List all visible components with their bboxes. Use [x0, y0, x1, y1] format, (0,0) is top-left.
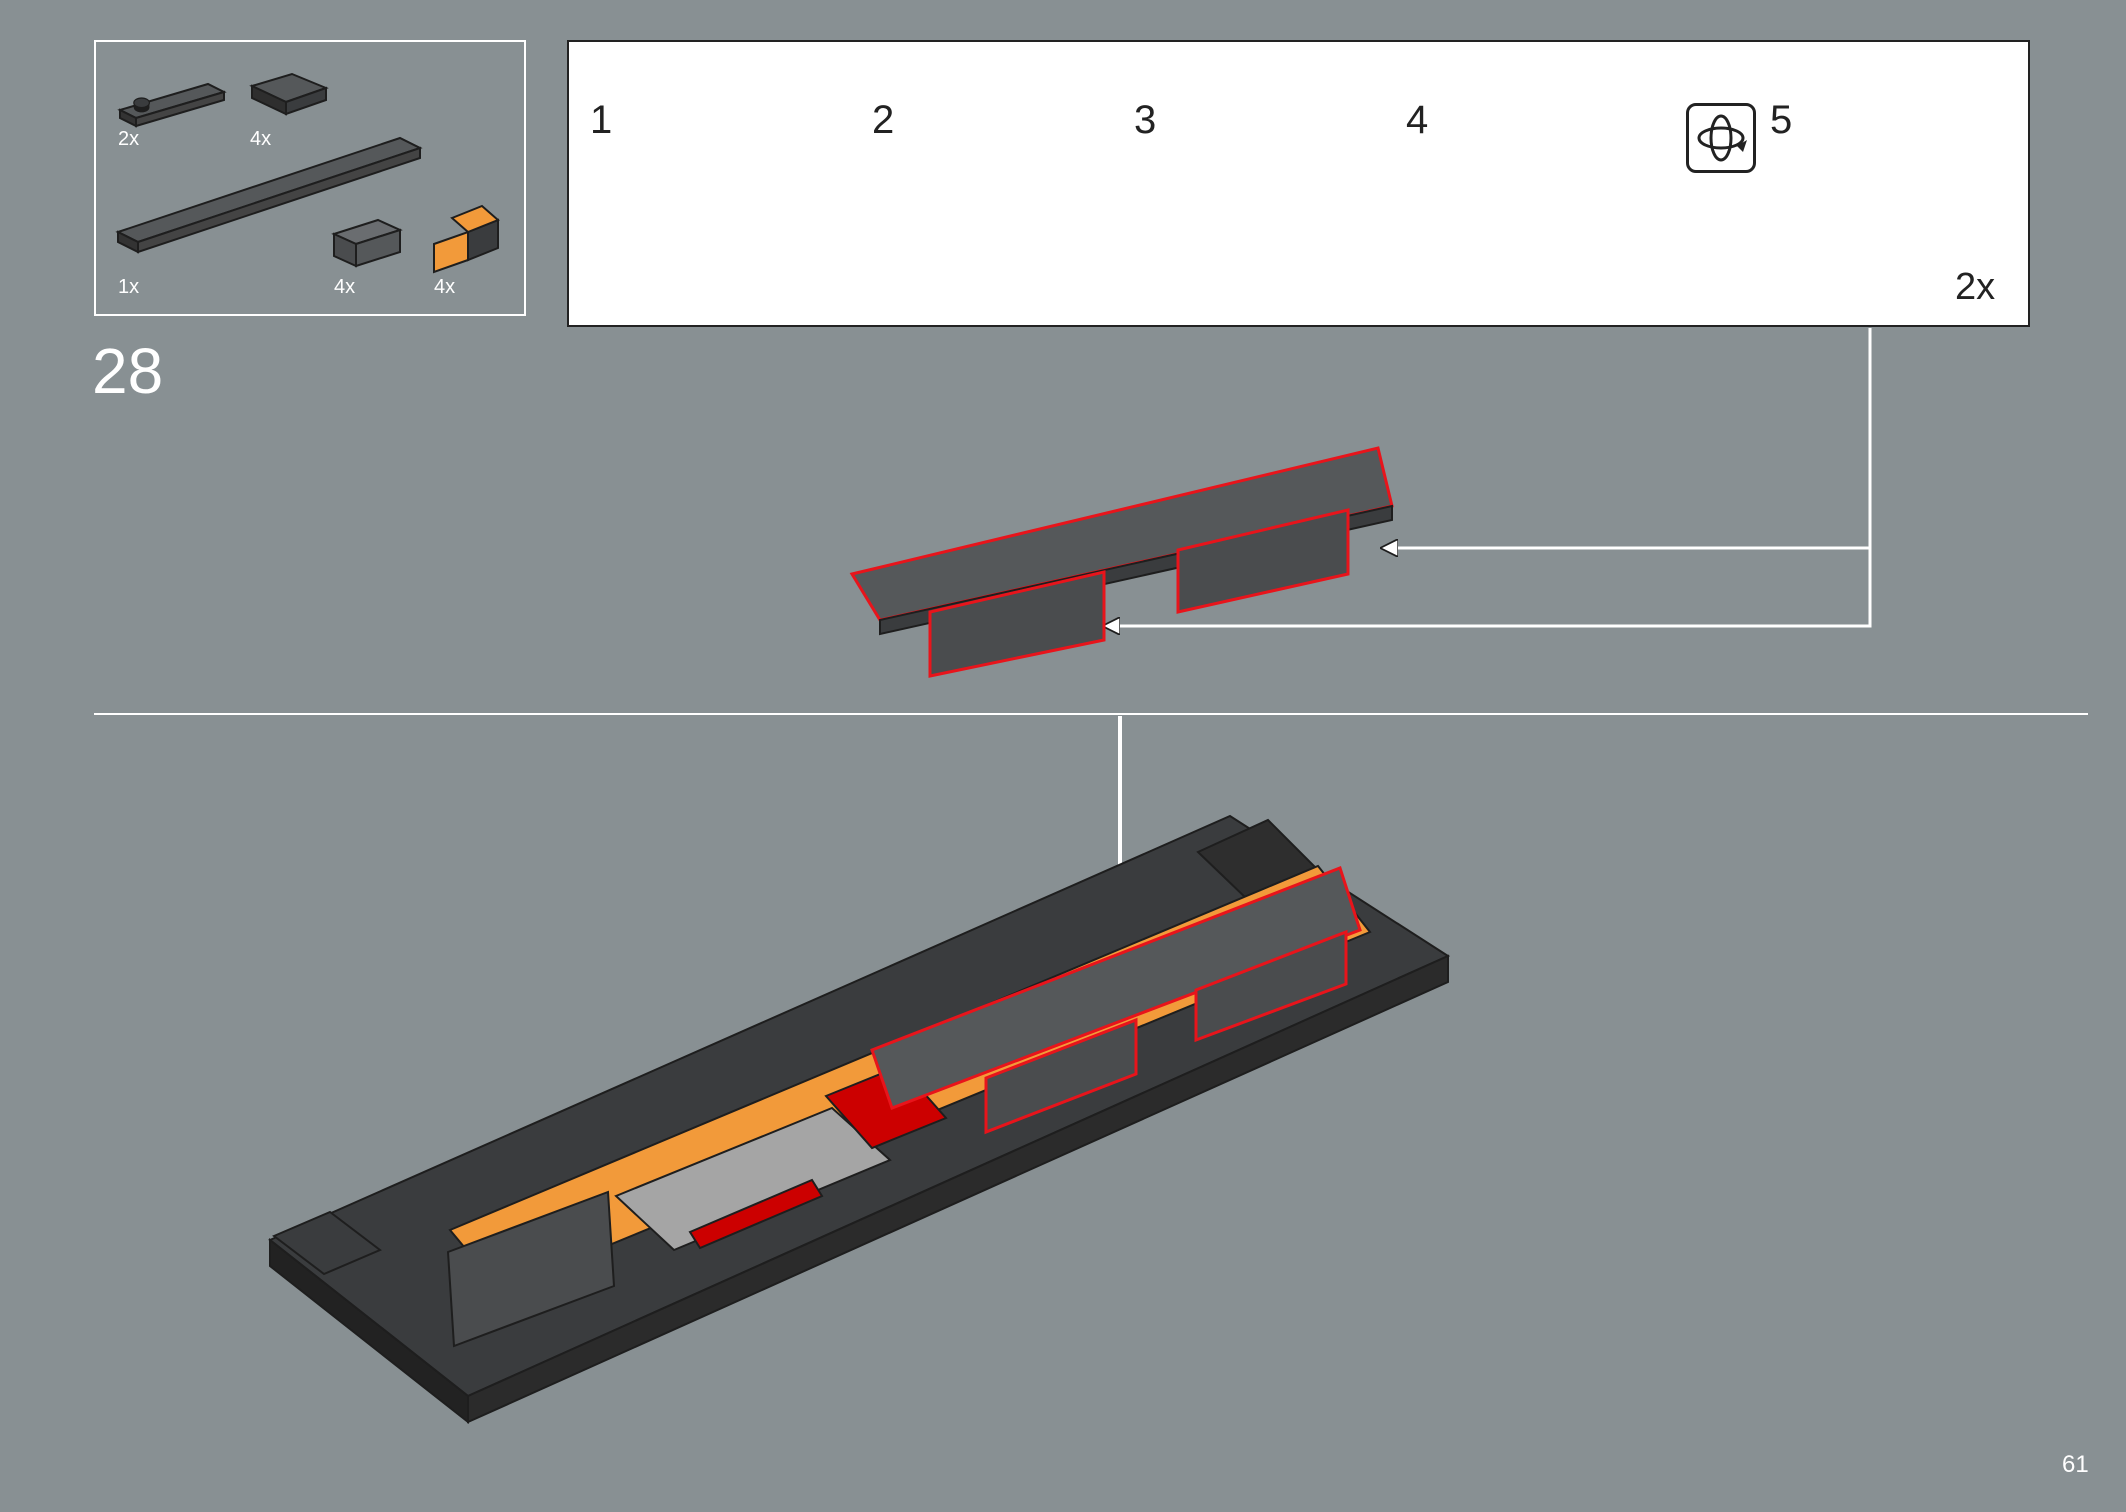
callout-connector [1104, 328, 1872, 626]
part-hinge-brick [331, 218, 403, 268]
rotate-model-icon [1686, 103, 1756, 173]
subassembly-artwork [849, 446, 1394, 678]
part-qty-plate-1x4: 2x [118, 128, 140, 150]
substep-number-1: 1 [590, 98, 613, 142]
part-orange-bracket [433, 204, 500, 274]
substep-number-4: 4 [1406, 98, 1429, 142]
page-number: 61 [2062, 1451, 2089, 1478]
part-qty-orange-bracket: 4x [434, 276, 456, 298]
part-qty-bracket-plate: 4x [250, 128, 272, 150]
substep-number-2: 2 [872, 98, 895, 142]
part-bracket-plate [249, 72, 329, 116]
main-model-artwork [268, 814, 1451, 1425]
substep-number-3: 3 [1134, 98, 1157, 142]
callout-box [567, 40, 2030, 327]
part-qty-plate-1x16: 1x [118, 276, 140, 298]
part-qty-hinge-brick: 4x [334, 276, 356, 298]
part-plate-1x16 [115, 136, 423, 254]
parts-list-artwork [115, 72, 500, 274]
substep-number-5: 5 [1770, 98, 1793, 142]
part-plate-1x4 [117, 82, 227, 128]
callout-multiplier: 2x [1955, 266, 1996, 308]
parts-list-box [94, 40, 526, 316]
step-number: 28 [92, 335, 164, 407]
